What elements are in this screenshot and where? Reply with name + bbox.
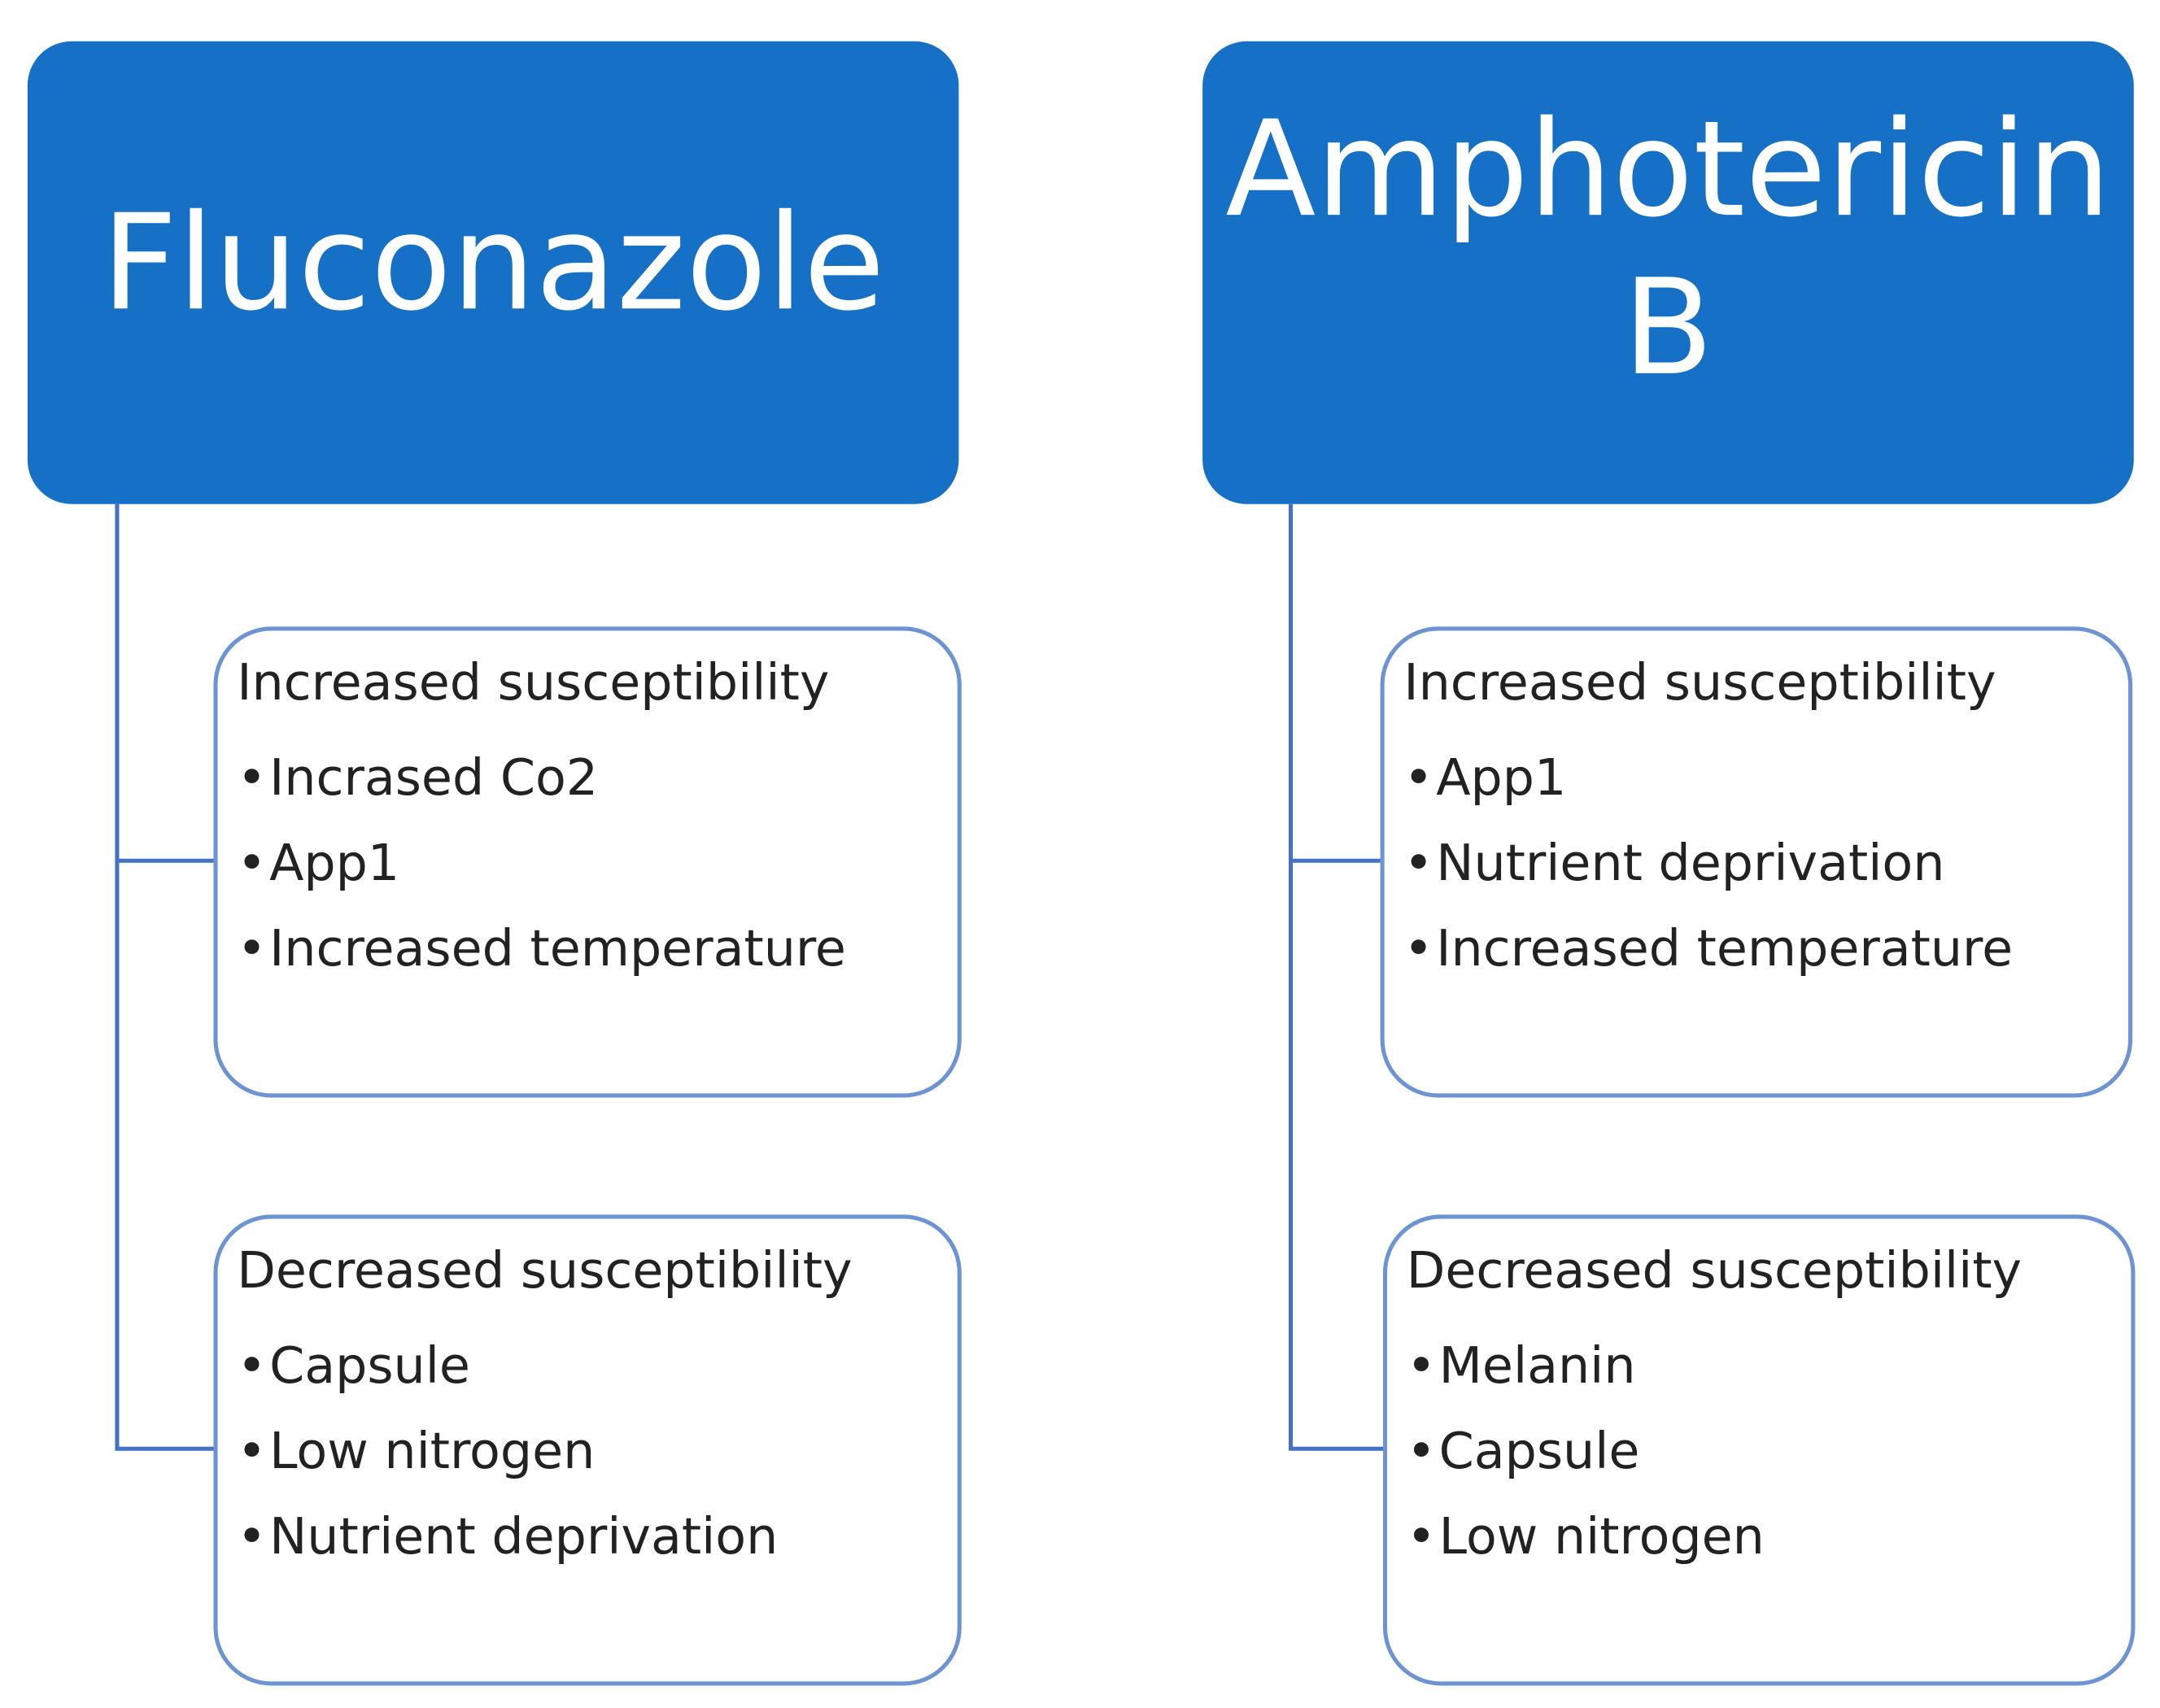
bullet-list: App1 Nutrient deprivation Increased temp… <box>1403 735 2109 991</box>
amphotericin-header: Amphotericin B <box>1202 41 2134 504</box>
bullet-item: Low nitrogen <box>237 1409 938 1494</box>
amphotericin-increased-card: Increased susceptibility App1 Nutrient d… <box>1380 626 2133 1098</box>
fluconazole-title: Fluconazole <box>101 185 885 341</box>
bullet-item: App1 <box>1403 735 2109 821</box>
bullet-item: Increased temperature <box>237 906 938 991</box>
card-heading: Increased susceptibility <box>237 652 830 712</box>
bullet-list: Melanin Capsule Low nitrogen <box>1407 1323 2112 1579</box>
bullet-item: Nutrient deprivation <box>237 1494 938 1579</box>
connector-fluconazole-increased <box>115 503 214 863</box>
fluconazole-decreased-card: Decreased susceptibility Capsule Low nit… <box>213 1214 962 1686</box>
bullet-item: Melanin <box>1407 1323 2112 1409</box>
card-heading: Decreased susceptibility <box>237 1240 853 1301</box>
connector-amphotericin-decreased <box>1288 861 1383 1451</box>
card-heading: Increased susceptibility <box>1403 652 1996 712</box>
bullet-item: Nutrient deprivation <box>1403 821 2109 906</box>
connector-amphotericin-increased <box>1288 503 1381 863</box>
card-heading: Decreased susceptibility <box>1406 1240 2023 1301</box>
bullet-list: Incrased Co2 App1 Increased temperature <box>237 735 938 991</box>
connector-fluconazole-decreased <box>115 861 214 1451</box>
fluconazole-header: Fluconazole <box>27 41 959 504</box>
amphotericin-title: Amphotericin B <box>1225 92 2111 405</box>
fluconazole-increased-card: Increased susceptibility Incrased Co2 Ap… <box>213 626 962 1098</box>
bullet-item: Increased temperature <box>1403 906 2109 991</box>
bullet-item: Incrased Co2 <box>237 735 938 821</box>
bullet-item: Low nitrogen <box>1407 1494 2112 1579</box>
bullet-item: App1 <box>237 821 938 906</box>
amphotericin-decreased-card: Decreased susceptibility Melanin Capsule… <box>1382 1214 2136 1686</box>
bullet-list: Capsule Low nitrogen Nutrient deprivatio… <box>237 1323 938 1579</box>
bullet-item: Capsule <box>237 1323 938 1409</box>
bullet-item: Capsule <box>1407 1409 2112 1494</box>
